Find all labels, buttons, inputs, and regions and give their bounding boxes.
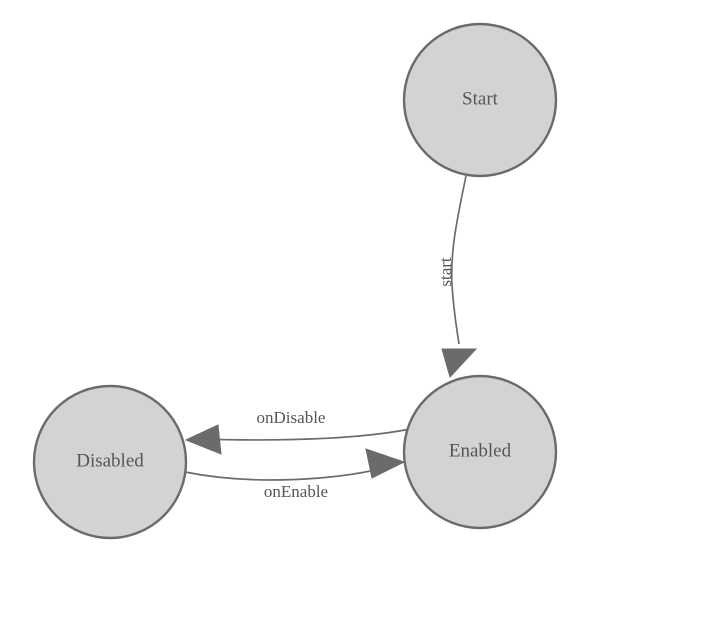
node-disabled[interactable]: Disabled <box>32 384 188 540</box>
edge-disabled-enabled[interactable]: onEnable <box>184 448 406 501</box>
node-start-circle <box>402 22 558 178</box>
edge-enabled-disabled[interactable]: onDisable <box>184 408 411 455</box>
node-enabled-circle <box>402 374 558 530</box>
edge-disabled-enabled-path <box>184 465 393 481</box>
edge-label-ondisable: onDisable <box>257 408 326 427</box>
node-disabled-label: Disabled <box>76 450 144 471</box>
node-disabled-circle <box>32 384 188 540</box>
node-enabled-label: Enabled <box>449 440 512 461</box>
edge-label-onenable: onEnable <box>264 482 328 501</box>
edge-enabled-disabled-path <box>195 428 411 441</box>
node-start[interactable]: Start <box>402 22 558 178</box>
edge-label-start: start <box>436 257 455 287</box>
arrowhead-icon-start-enabled <box>441 348 478 378</box>
arrowhead-icon-enabled-disabled <box>184 424 222 455</box>
arrowhead-icon-disabled-enabled <box>365 448 406 479</box>
edge-start-enabled[interactable]: start <box>436 175 478 378</box>
node-enabled[interactable]: Enabled <box>402 374 558 530</box>
node-start-label: Start <box>462 88 499 109</box>
edge-start-enabled-path <box>450 175 467 345</box>
